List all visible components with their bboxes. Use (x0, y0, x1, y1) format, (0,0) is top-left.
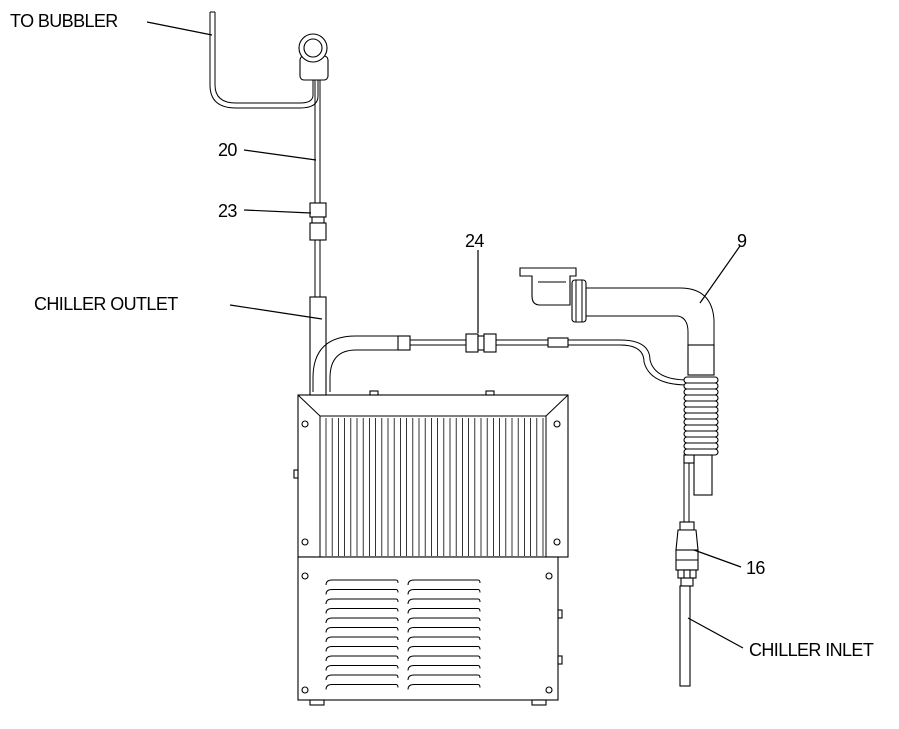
louver-slot (325, 598, 399, 605)
callout-16: 16 (746, 558, 765, 578)
coil-turn (683, 400, 719, 408)
louver-slot (407, 636, 481, 643)
louver-slot (325, 674, 399, 681)
chiller-cabinet (293, 390, 569, 706)
louver-slot (325, 627, 399, 633)
vent-louvers (325, 579, 481, 690)
label-to-bubbler: TO BUBBLER (10, 11, 118, 31)
coiled-hose (683, 376, 719, 456)
callout-24: 24 (465, 231, 484, 251)
louver-slot (325, 608, 399, 614)
louver-slot (407, 646, 481, 652)
louver-slot (407, 608, 481, 614)
coil-turn (683, 388, 719, 396)
leader-lines (146, 21, 744, 649)
cross-tube-assembly (312, 333, 689, 392)
louver-slot (407, 579, 481, 586)
coil-turn (683, 436, 719, 444)
label-chiller-inlet: CHILLER INLET (749, 640, 874, 660)
louver-slot (325, 684, 399, 690)
coil-turn (683, 382, 719, 390)
louver-slot (325, 579, 399, 586)
chiller-outlet-line (209, 11, 329, 396)
louver-slot (325, 665, 399, 671)
coil-turn (683, 430, 719, 438)
louver-slot (407, 655, 481, 662)
louver-slot (325, 636, 399, 643)
coil-turn (683, 448, 719, 456)
drain-elbow-assembly (519, 267, 719, 496)
coil-turn (683, 442, 719, 450)
louver-slot (325, 589, 399, 595)
coil-turn (683, 394, 719, 402)
louver-slot (407, 674, 481, 681)
cooling-fins (325, 418, 544, 556)
callout-9: 9 (737, 231, 747, 251)
louver-slot (325, 655, 399, 662)
louver-slot (407, 589, 481, 595)
coil-turn (683, 424, 719, 432)
louver-slot (407, 665, 481, 671)
louver-slot (407, 617, 481, 624)
louver-slot (325, 617, 399, 624)
coil-turn (683, 418, 719, 426)
louver-slot (407, 627, 481, 633)
coil-turn (683, 412, 719, 420)
coil-turn (683, 376, 719, 384)
label-chiller-outlet: CHILLER OUTLET (34, 294, 178, 314)
louver-slot (325, 646, 399, 652)
chiller-inlet-line (675, 463, 699, 687)
louver-slot (407, 598, 481, 605)
callout-20: 20 (218, 140, 237, 160)
callout-23: 23 (218, 201, 237, 221)
louver-slot (407, 684, 481, 690)
coil-turn (683, 406, 719, 414)
